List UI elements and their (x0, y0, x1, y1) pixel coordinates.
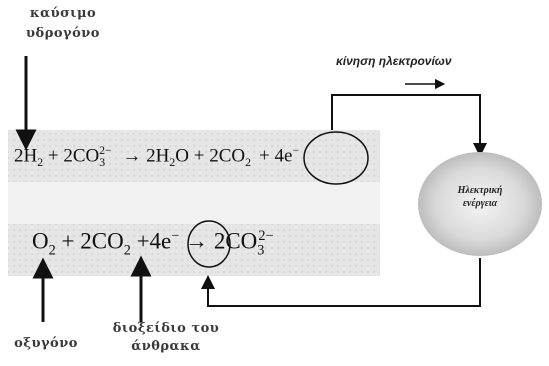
cathode-band (8, 224, 380, 276)
co2-label: διοξείδιο του άνθρακα (112, 321, 220, 354)
anode-electrons-circle (303, 131, 369, 185)
cathode-electrons-circle (187, 220, 231, 268)
electron-flow-label: κίνηση ηλεκτρονίων (336, 54, 452, 68)
fuel-label: καύσιμο υδρογόνο (26, 6, 100, 41)
anode-equation: 2H2 + 2CO32− → 2H2O + 2CO2+ 4e− (14, 144, 300, 170)
anode-band (8, 130, 380, 182)
energy-cloud (418, 152, 542, 256)
electron-wire-bottom (201, 258, 481, 307)
cathode-equation: O2 + 2CO2 +4e− → 2CO32− (32, 228, 274, 259)
energy-label: Ηλεκτρική ενέργεια (457, 185, 503, 209)
middle-band (8, 182, 380, 224)
oxygen-label: οξυγόνο (14, 336, 78, 351)
electron-wire-top (331, 94, 487, 157)
